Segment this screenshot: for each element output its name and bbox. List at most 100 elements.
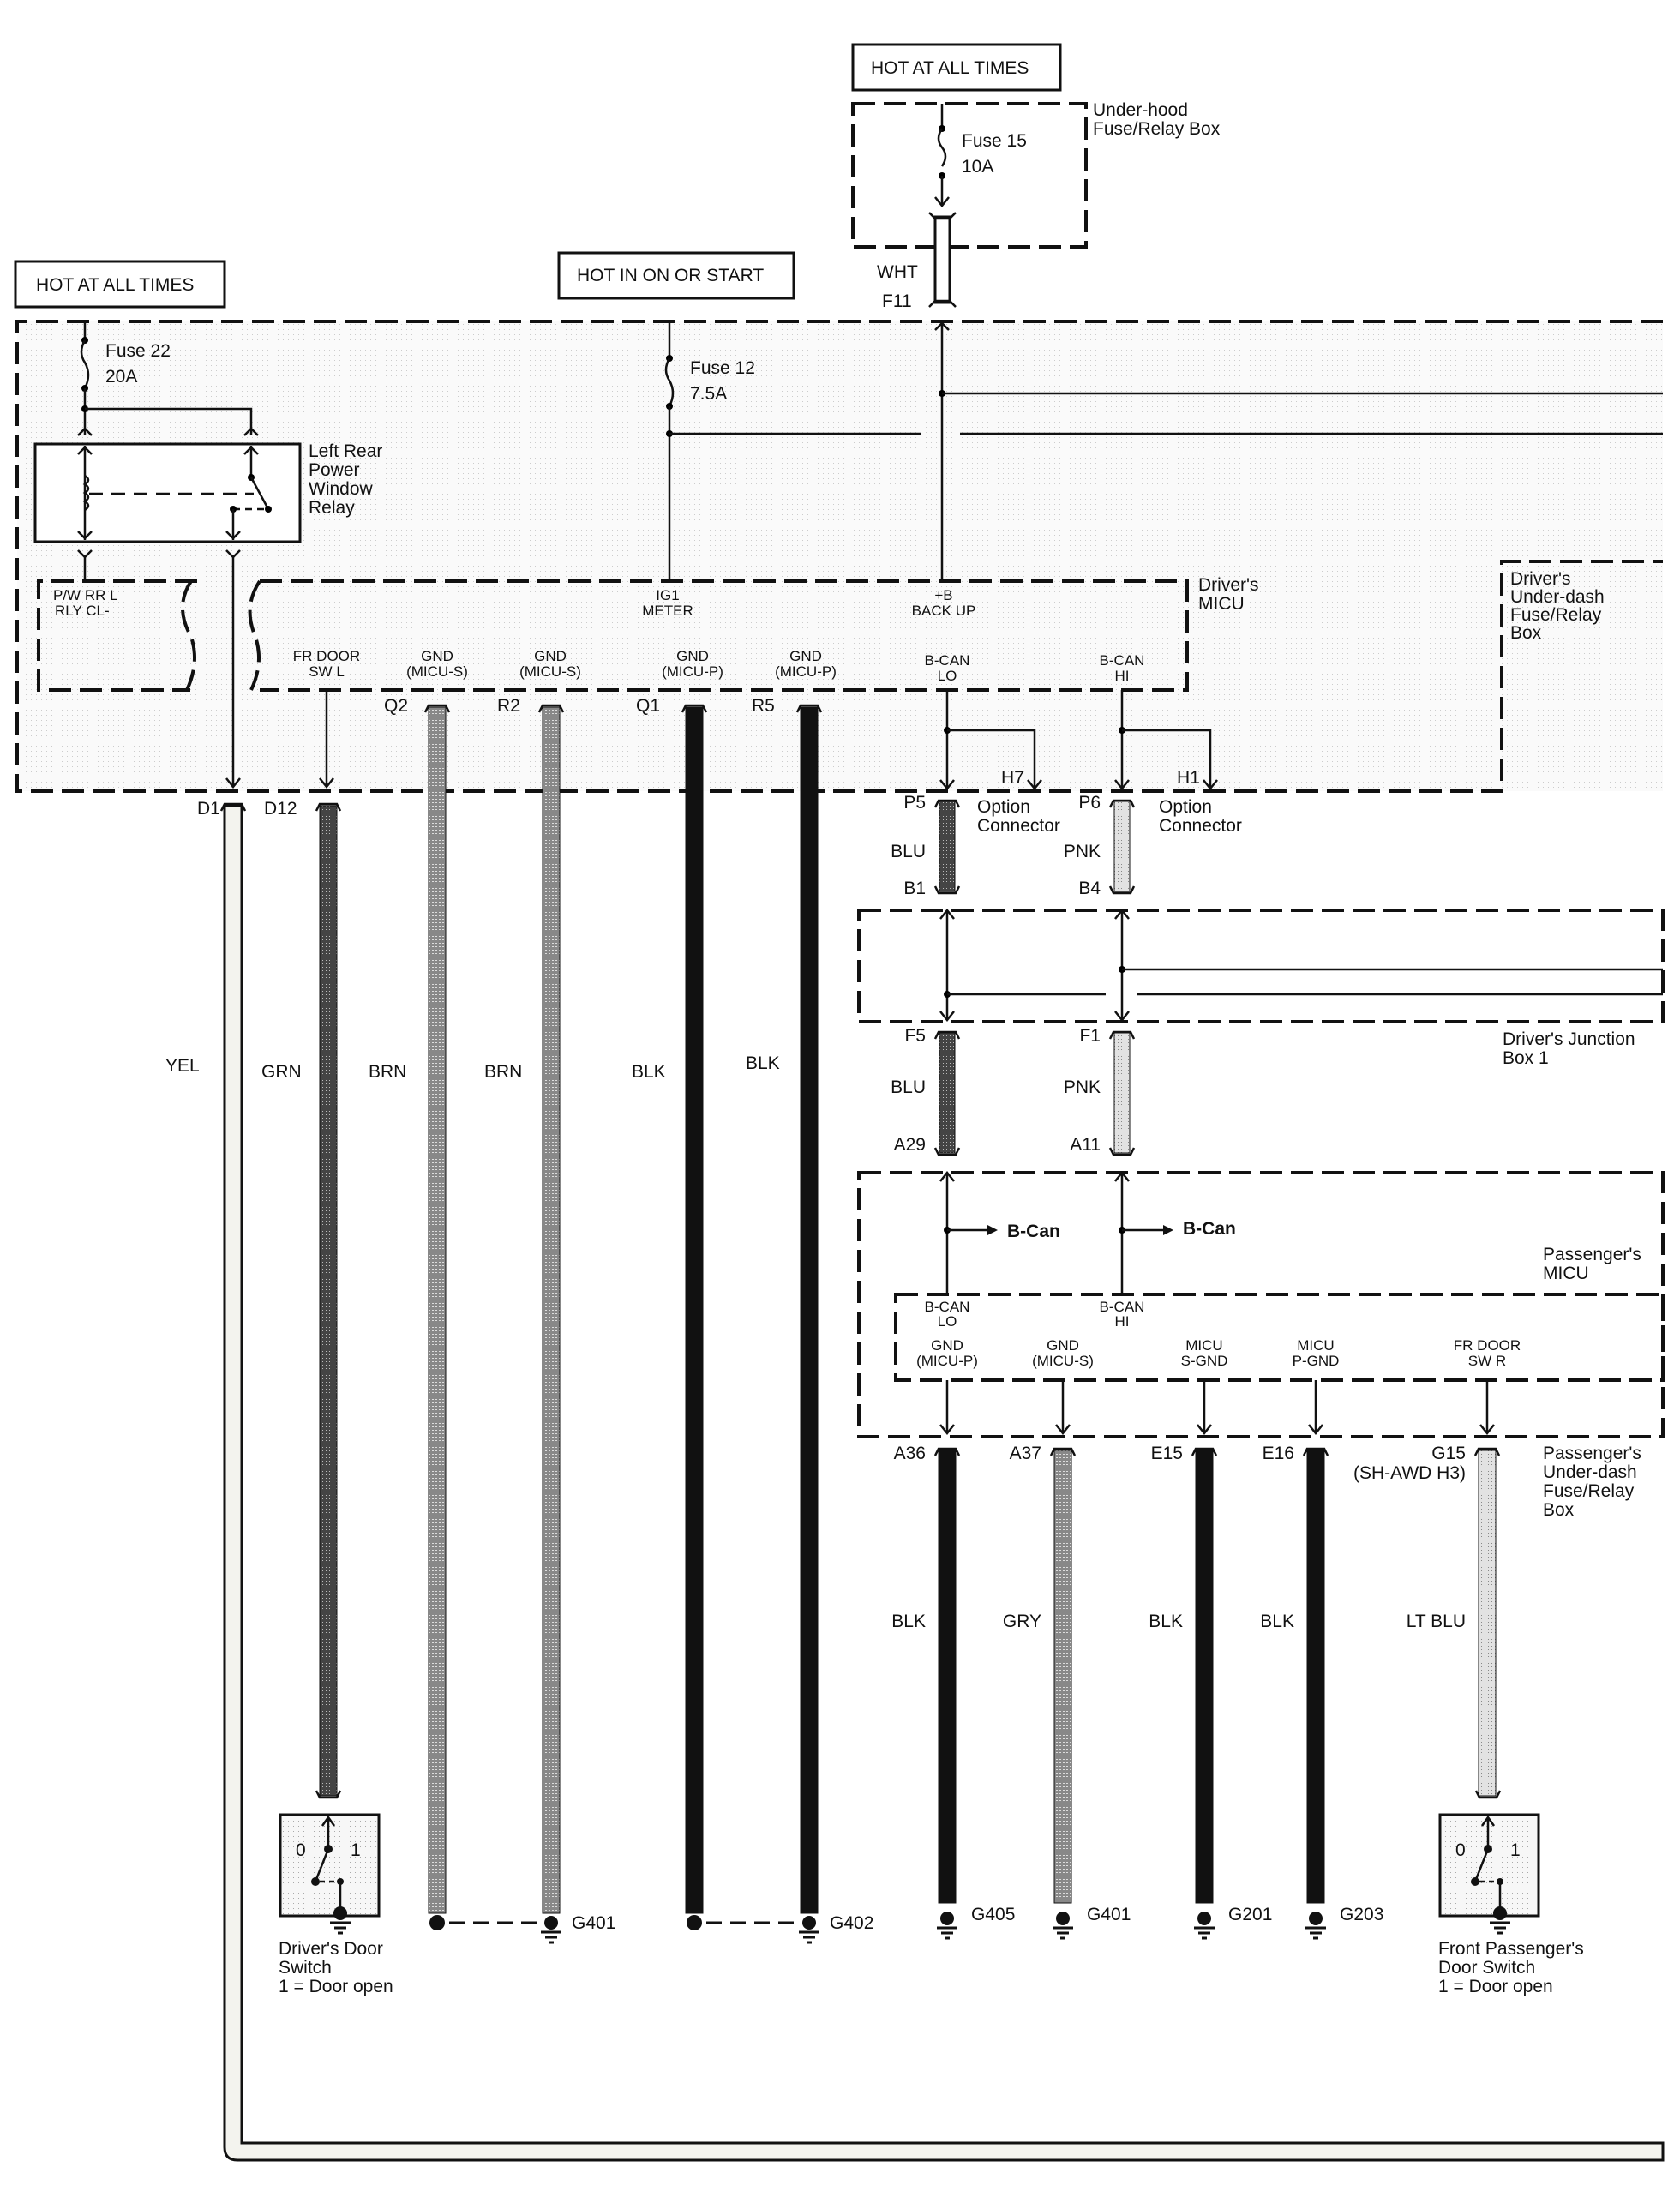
passengers-underdash-label-1: Passenger's — [1543, 1444, 1641, 1463]
bcan-arrow-label-lo: B-Can — [1007, 1222, 1060, 1241]
svg-text:HOT AT ALL TIMES: HOT AT ALL TIMES — [36, 275, 194, 295]
passengers-micu-box — [894, 1293, 1665, 1382]
svg-text:GND: GND — [931, 1337, 963, 1354]
fuse-22-rating: 20A — [105, 367, 137, 387]
ground-label: G402 — [830, 1913, 873, 1933]
svg-text:SW L: SW L — [309, 663, 345, 680]
ground-label: G201 — [1228, 1905, 1272, 1924]
can-color-label: PNK — [1064, 842, 1101, 861]
svg-text:GND: GND — [1047, 1337, 1079, 1354]
wire-pin-label: E15 — [1151, 1444, 1183, 1463]
passengers-underdash-label-4: Box — [1543, 1500, 1575, 1520]
svg-text:+B: +B — [934, 587, 952, 603]
option-pin-h7: H7 — [1001, 768, 1024, 788]
can-pin-label: P6 — [1078, 793, 1101, 813]
svg-text:GND: GND — [534, 648, 567, 664]
wire-color-label: GRY — [1003, 1612, 1041, 1631]
wire-pin-label: A37 — [1010, 1444, 1041, 1463]
svg-text:GND: GND — [676, 648, 709, 664]
underhood-fuse-box — [851, 102, 1088, 249]
underhood-box-label-1: Under-hood — [1093, 100, 1188, 120]
switch-state-1: 1 — [351, 1840, 361, 1860]
wire-color-label: BLK — [632, 1062, 666, 1082]
relay-label-3: Window — [309, 479, 374, 499]
switch-state-0: 0 — [296, 1840, 306, 1860]
option-connector-hi-1: Option — [1159, 797, 1212, 817]
switch-label: Driver's Door — [279, 1939, 383, 1959]
svg-text:IG1: IG1 — [656, 587, 679, 603]
option-pin-h1: H1 — [1177, 768, 1200, 788]
can-pin-label: B1 — [903, 879, 926, 898]
svg-text:P-GND: P-GND — [1293, 1353, 1340, 1369]
ground-label: G401 — [1087, 1905, 1131, 1924]
wht-wire-pin: F11 — [882, 291, 912, 311]
wire-color-label: BRN — [484, 1062, 522, 1082]
wire-color-label: BLK — [1260, 1612, 1294, 1631]
bcan-arrow-label-hi: B-Can — [1183, 1219, 1236, 1239]
yel-wire — [223, 804, 1665, 2162]
drivers-underdash-box-shade — [17, 321, 1663, 791]
backup-power-line — [934, 321, 1663, 581]
svg-text:B-CAN: B-CAN — [925, 652, 970, 669]
drivers-underdash-label-2: Under-dash — [1510, 587, 1605, 607]
svg-text:(MICU-S): (MICU-S) — [406, 663, 468, 680]
switch-label: Door Switch — [1438, 1958, 1535, 1978]
svg-text:B-CAN: B-CAN — [1100, 652, 1145, 669]
fuse-12-name: Fuse 12 — [690, 358, 755, 378]
switch-label: 1 = Door open — [279, 1977, 393, 1996]
underhood-box-label-2: Fuse/Relay Box — [1093, 119, 1221, 139]
can-pin-label: F5 — [904, 1026, 926, 1046]
wht-wire-color: WHT — [877, 262, 918, 282]
svg-text:LO: LO — [938, 1313, 957, 1330]
wire-g15: G15(SH-AWD H3)LT BLU — [1353, 1380, 1501, 1797]
ground-label: G401 — [572, 1913, 615, 1933]
switch-state-1: 1 — [1510, 1840, 1521, 1860]
junction-box-label-2: Box 1 — [1503, 1048, 1549, 1068]
svg-text:(MICU-P): (MICU-P) — [916, 1353, 978, 1369]
wire-pin-label: D1 — [197, 799, 220, 819]
passengers-micu-label-1: Passenger's — [1543, 1245, 1641, 1264]
wire-pin-label: A36 — [894, 1444, 926, 1463]
drivers-micu-box-left — [37, 579, 197, 692]
fuse-12-rating: 7.5A — [690, 384, 727, 404]
svg-text:HOT AT ALL TIMES: HOT AT ALL TIMES — [871, 58, 1029, 78]
micu-pin-labels: P/W RR L RLY CL- IG1 METER +B BACK UP FR… — [53, 587, 1144, 684]
svg-text:S-GND: S-GND — [1181, 1353, 1228, 1369]
wire-color-label: BRN — [369, 1062, 406, 1082]
svg-text:B-CAN: B-CAN — [925, 1299, 970, 1315]
junction-box-internals — [939, 908, 1663, 1023]
left-rear-power-window-relay — [33, 442, 302, 559]
can-pin-label: A29 — [894, 1135, 926, 1155]
drivers-junction-box — [857, 909, 1665, 1023]
can-color-label: BLU — [891, 842, 926, 861]
hot-at-all-times-label-top: HOT AT ALL TIMES — [851, 43, 1062, 92]
svg-text:MICU: MICU — [1297, 1337, 1334, 1354]
svg-text:(MICU-S): (MICU-S) — [519, 663, 581, 680]
can-branches — [939, 690, 1218, 791]
wire-color-label: GRN — [261, 1062, 302, 1082]
svg-text:FR DOOR: FR DOOR — [293, 648, 360, 664]
wht-wire — [928, 212, 957, 308]
can-pin-label: F1 — [1079, 1026, 1101, 1046]
passengers-micu-label-2: MICU — [1543, 1264, 1589, 1283]
svg-text:HOT IN ON OR START: HOT IN ON OR START — [577, 266, 764, 285]
wire-color-label: LT BLU — [1407, 1612, 1466, 1631]
fuse-15-rating: 10A — [962, 157, 993, 177]
wire-color-label: BLK — [746, 1053, 780, 1073]
relay-label-1: Left Rear — [309, 441, 382, 461]
passengers-underdash-label-2: Under-dash — [1543, 1462, 1637, 1482]
option-connector-lo-2: Connector — [977, 816, 1060, 836]
switch-label: Switch — [279, 1958, 332, 1978]
fuse-12 — [664, 321, 1663, 581]
drivers-micu-box — [248, 579, 1189, 692]
